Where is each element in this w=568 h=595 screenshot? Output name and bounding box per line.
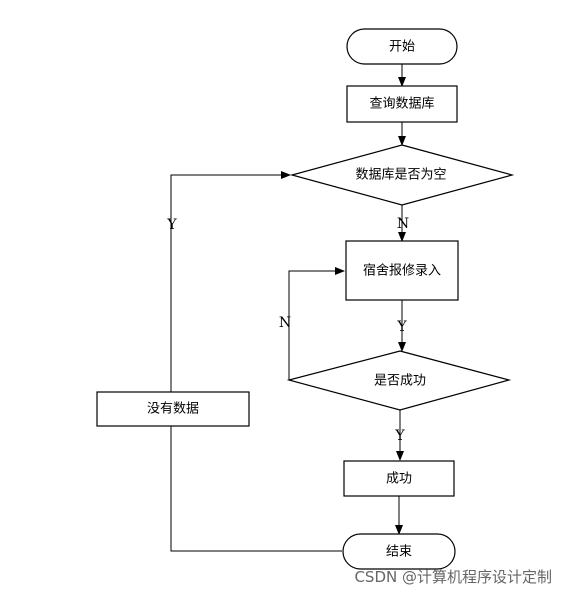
edge-empty-yes-loop xyxy=(170,171,342,552)
is-success-label: 是否成功 xyxy=(374,374,426,389)
db-empty-yes-label: Y xyxy=(166,217,177,233)
repair-entry-process xyxy=(345,240,459,301)
no-data-process xyxy=(96,391,250,427)
success-yes-label: Y xyxy=(394,428,405,444)
query-db-process xyxy=(346,85,458,123)
db-empty-no-label: N xyxy=(397,216,409,232)
start-terminal xyxy=(346,28,458,65)
db-empty-decision xyxy=(289,144,515,206)
repair-entry-label: 宿舍报修录入 xyxy=(363,263,441,279)
success-label: 成功 xyxy=(386,472,412,487)
watermark: CSDN @计算机程序设计定制 xyxy=(354,568,552,586)
success-process xyxy=(343,460,455,497)
retry-no-label: N xyxy=(279,315,291,331)
edge-retry-loop xyxy=(288,267,345,380)
query-db-label: 查询数据库 xyxy=(369,96,434,112)
start-label: 开始 xyxy=(389,40,415,55)
repair-yes-label: Y xyxy=(396,319,407,335)
db-empty-label: 数据库是否为空 xyxy=(355,167,446,183)
end-terminal xyxy=(342,533,456,570)
connectors xyxy=(170,64,406,552)
no-data-label: 没有数据 xyxy=(147,402,199,417)
end-label: 结束 xyxy=(386,545,412,560)
is-success-decision xyxy=(286,350,512,411)
